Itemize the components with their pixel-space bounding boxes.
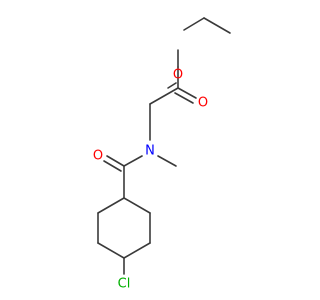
bond-amide-carbonyl-double-2 xyxy=(103,160,122,172)
bond-ethyl-ch2-o xyxy=(183,17,205,31)
bond-amide-carbonyl-double-1 xyxy=(106,155,125,167)
bond-o-ester-carbonyl-c xyxy=(167,82,177,89)
bond-ethyl-ch3-ch2 xyxy=(203,17,231,34)
bond-ring-6-1 xyxy=(123,197,151,214)
bond-n-methyl xyxy=(157,155,177,167)
atom-o-ester-carbonyl: O xyxy=(198,96,208,111)
atom-o-amide-carbonyl: O xyxy=(93,149,103,164)
bond-ester-carbonyl-double-2 xyxy=(174,92,194,104)
atom-o-ester: O xyxy=(173,68,183,83)
bond-ester-carbonyl-double-1 xyxy=(177,87,197,99)
bond-carbonyl-ch2 xyxy=(149,87,179,105)
bond-n-amide-c xyxy=(123,155,143,167)
molecule-structure-diagram: O O O N Cl xyxy=(93,17,231,292)
bond-ring-3-4 xyxy=(97,242,125,259)
bond-ring-4-5 xyxy=(123,242,151,259)
bond-ring-1-2 xyxy=(97,197,125,214)
atom-n-amide: N xyxy=(145,144,155,159)
atom-cl: Cl xyxy=(118,277,131,292)
